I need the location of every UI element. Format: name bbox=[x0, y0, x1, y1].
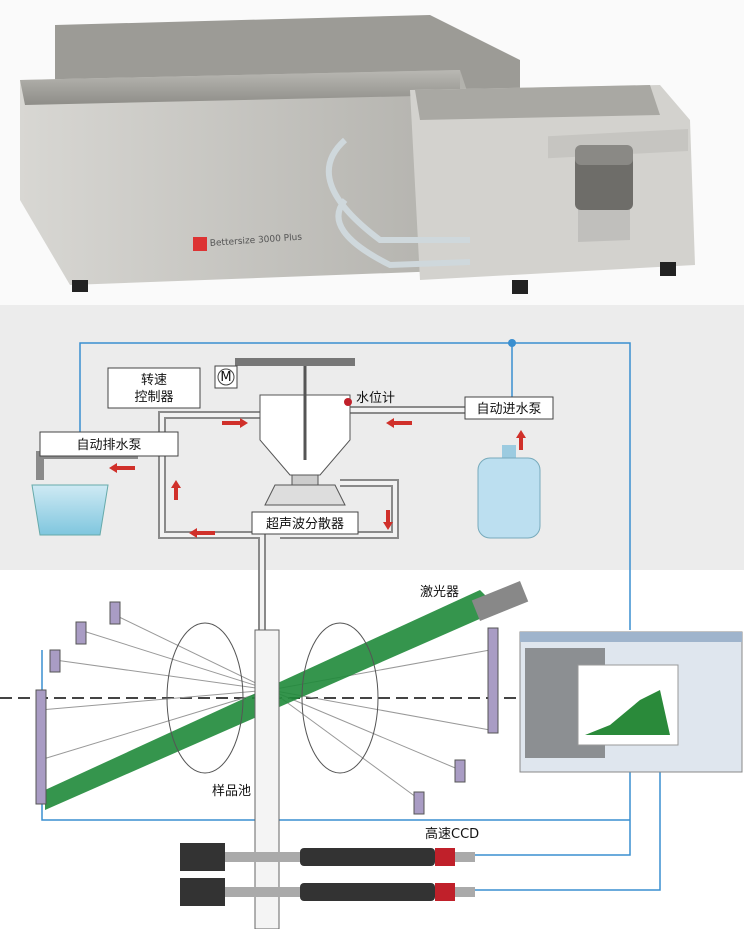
drain-bucket bbox=[31, 484, 109, 536]
auto-drain-pump-label: 自动排水泵 bbox=[76, 438, 141, 453]
sample-cell-label: 样品池 bbox=[212, 784, 251, 799]
speed-controller-label: 转速 bbox=[141, 373, 167, 388]
flow-arrows bbox=[109, 418, 526, 538]
junction-dot bbox=[508, 339, 516, 347]
water-bottle bbox=[477, 445, 541, 539]
dispersion-tank bbox=[235, 358, 355, 506]
sample-cell bbox=[254, 629, 280, 929]
ccd-label: 高速CCD bbox=[425, 826, 479, 842]
water-level-sensor bbox=[344, 398, 352, 406]
laser-device bbox=[471, 581, 529, 621]
software-screen bbox=[519, 631, 743, 773]
detectors bbox=[35, 601, 499, 815]
laser-label: 激光器 bbox=[420, 585, 459, 600]
svg-text:控制器: 控制器 bbox=[134, 390, 173, 405]
lens-right bbox=[301, 622, 379, 774]
ccd-cameras bbox=[180, 843, 475, 906]
speed-controller-box bbox=[107, 367, 201, 409]
lens-left bbox=[166, 622, 244, 774]
instrument-photo: Bettersize 3000 Plus bbox=[0, 0, 744, 305]
stirrer-shaft bbox=[235, 358, 355, 366]
water-level-label: 水位计 bbox=[356, 391, 395, 406]
motor: M bbox=[214, 365, 238, 389]
ultrasonic-disperser-label: 超声波分散器 bbox=[266, 517, 344, 532]
svg-text:M: M bbox=[220, 370, 231, 385]
auto-inlet-pump-label: 自动进水泵 bbox=[476, 402, 541, 417]
